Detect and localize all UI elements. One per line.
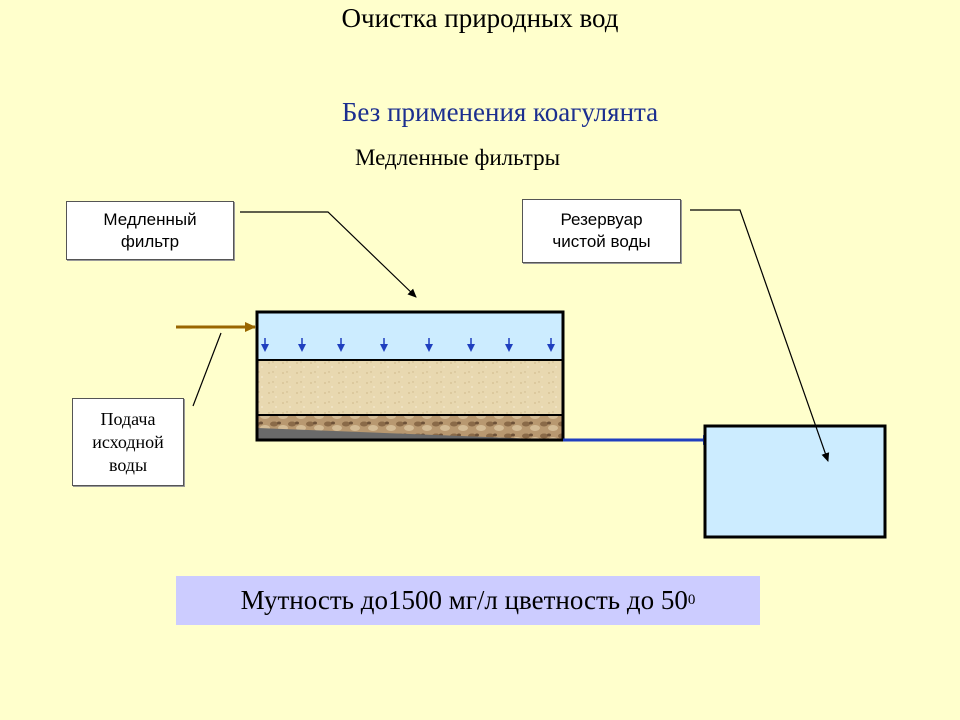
reservoir-leader-line [690,209,830,462]
subtitle: Без применения коагулянта [341,97,659,127]
turbidity-text: Мутность до1500 мг/л цветность до 50 [240,585,688,615]
filter-drain-slope [257,428,563,440]
filter-water-layer [257,312,563,360]
filter-flow-arrows [261,338,555,352]
filter-sand-layer [257,360,563,415]
degree-superscript: 0 [687,592,696,608]
section-heading: Медленные фильтры [355,145,561,170]
slow-filter-tank [255,310,565,442]
supply-leader-line [192,332,222,407]
filter-leader-line [240,211,417,298]
clean-water-reservoir [703,424,887,539]
page-title: Очистка природных вод [341,3,619,33]
